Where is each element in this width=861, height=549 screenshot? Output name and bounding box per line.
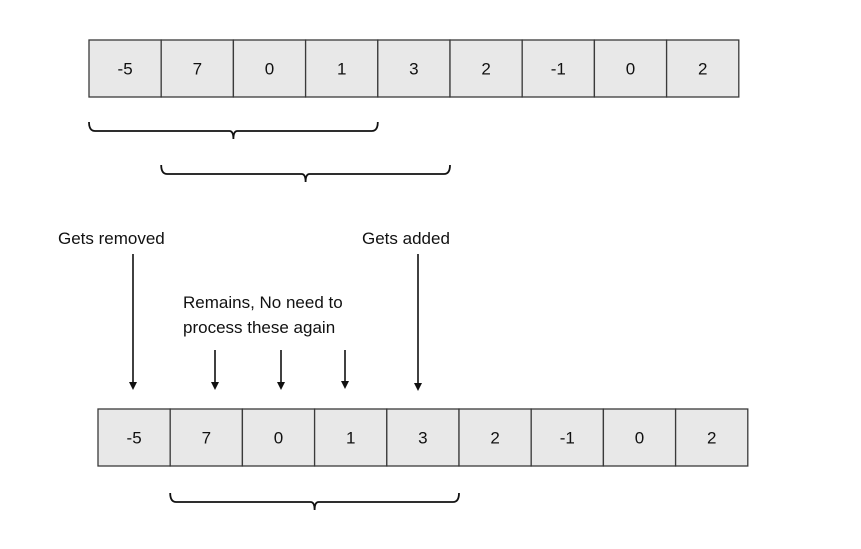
array-cell-value: 3 (418, 429, 427, 448)
array-cell-value: 7 (202, 429, 211, 448)
array-cell-value: 2 (481, 60, 490, 79)
array-cell: -1 (530, 408, 605, 467)
remains-label-line1: Remains, No need to (183, 293, 343, 312)
array-cell-box (160, 39, 235, 98)
gets-removed-label: Gets removed (58, 229, 165, 248)
array-cell-value: 2 (707, 429, 716, 448)
array-cell-box (458, 408, 532, 467)
array-cell-box (674, 408, 749, 467)
array-cell: 2 (449, 39, 523, 98)
array-cell: 1 (304, 39, 379, 98)
array-cell: 0 (232, 39, 307, 98)
array-cell: 2 (665, 39, 740, 98)
array-cell-value: 0 (274, 429, 283, 448)
array-cell-value: 0 (265, 60, 274, 79)
bottom-array: -5 7 0 1 3 2 -1 0 2 (97, 408, 749, 467)
array-cell-value: 2 (698, 60, 707, 79)
array-cell-value: 2 (490, 429, 499, 448)
array-cell: -5 (97, 408, 171, 467)
array-cell: 7 (160, 39, 235, 98)
remains-arrow (211, 350, 219, 390)
array-cell: -1 (521, 39, 596, 98)
array-cell: 2 (674, 408, 749, 467)
removed-arrow (129, 254, 137, 390)
remains-arrow (277, 350, 285, 390)
array-cell-box (593, 39, 668, 98)
array-cell-value: -5 (127, 429, 142, 448)
array-cell-box (449, 39, 523, 98)
array-cell-box (169, 408, 244, 467)
window-brace (160, 164, 451, 183)
array-cell-value: -1 (560, 429, 575, 448)
array-cell-box (530, 408, 605, 467)
array-cell-value: 0 (626, 60, 635, 79)
array-cell: 3 (386, 408, 460, 467)
array-cell-box (521, 39, 596, 98)
array-cell: -5 (88, 39, 162, 98)
array-cell-value: 3 (409, 60, 418, 79)
array-cell-value: 0 (635, 429, 644, 448)
array-cell-box (665, 39, 740, 98)
array-cell: 0 (241, 408, 316, 467)
array-cell-box (88, 39, 162, 98)
gets-added-label: Gets added (362, 229, 450, 248)
array-cell: 3 (377, 39, 451, 98)
arrows (129, 254, 422, 391)
array-cell-box (232, 39, 307, 98)
array-cell: 1 (313, 408, 388, 467)
array-cell-box (386, 408, 460, 467)
array-cell: 0 (593, 39, 668, 98)
window-brace (169, 492, 460, 511)
array-cell-value: -5 (118, 60, 133, 79)
array-cell: 2 (458, 408, 532, 467)
array-cell: 7 (169, 408, 244, 467)
array-cell-value: 1 (346, 429, 355, 448)
remains-label-line2: process these again (183, 318, 335, 337)
array-cell-box (313, 408, 388, 467)
array-cell-box (377, 39, 451, 98)
added-arrow (414, 254, 422, 391)
window-braces (88, 121, 460, 511)
array-cell-value: -1 (551, 60, 566, 79)
array-cell: 0 (602, 408, 677, 467)
window-brace (88, 121, 379, 140)
array-cell-value: 1 (337, 60, 346, 79)
remains-arrow (341, 350, 349, 389)
array-cell-box (602, 408, 677, 467)
top-array: -5 7 0 1 3 2 -1 0 2 (88, 39, 740, 98)
array-cell-value: 7 (193, 60, 202, 79)
array-cell-box (97, 408, 171, 467)
